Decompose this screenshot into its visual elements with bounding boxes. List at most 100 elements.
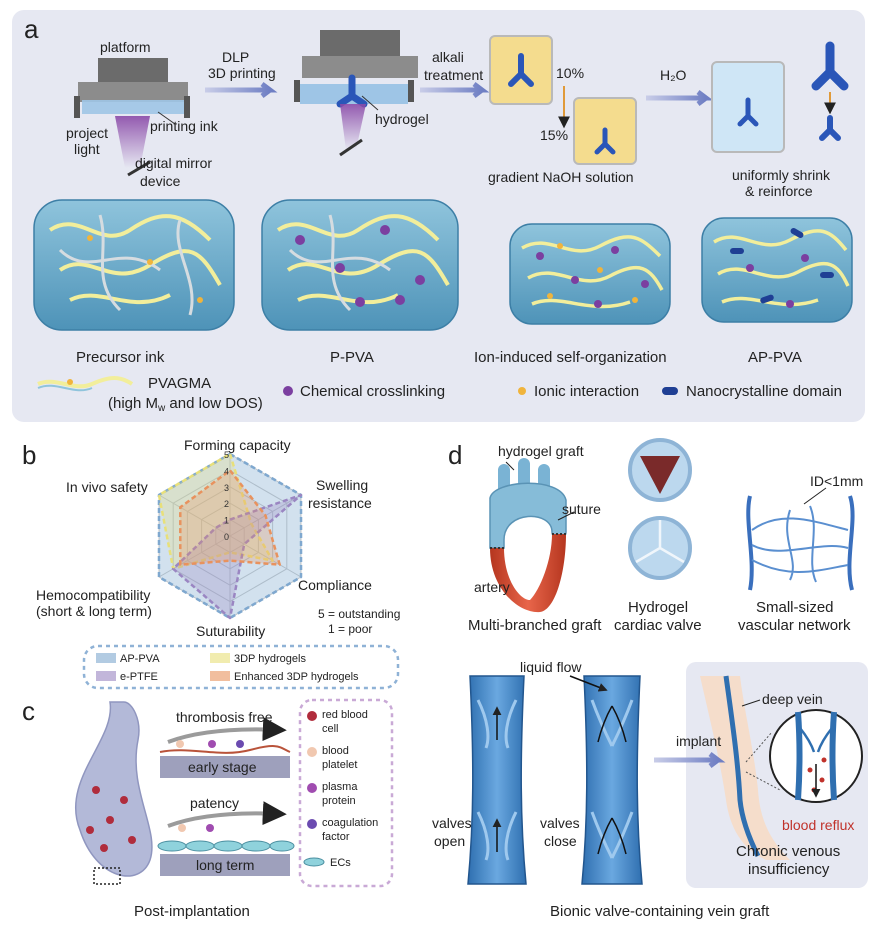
legend-pvagma-1: PVAGMA [148,375,211,392]
radar-series-3dp-hydrogels [157,452,274,571]
leg [700,676,790,860]
radar-legend-eptfe: e-PTFE [120,671,158,683]
mirror-label-2: device [140,173,181,189]
radar-tick-label: 0 [224,532,229,542]
hydrogel-graft-label: hydrogel graft [498,443,584,459]
light-beam [115,116,150,168]
platform [98,58,168,84]
radar-axis-line [158,494,231,537]
axis-safety: In vivo safety [66,479,148,495]
printer-setup: platform printing ink project light digi… [66,39,219,189]
legend-pvagma-2: (high Mw and low DOS) [108,395,263,414]
nano-swatch [662,387,678,395]
suture-label: suture [562,501,601,517]
axis-hemo-2: (short & long term) [36,603,152,619]
implant-arrow [654,752,726,768]
axis-swelling-2: resistance [308,495,372,511]
radar-tick-label: 2 [224,499,229,509]
legend-pvagma-sub: w [157,403,166,414]
cvi-caption-1: Chronic venous [736,843,840,860]
valve-open [640,456,680,494]
panel-d: d hydrogel graft suture artery Multi-bra… [432,438,868,920]
legend-pvagma-2b: and low DOS) [165,395,263,412]
legend-pvagma-2a: (high M [108,395,158,412]
axis-forming: Forming capacity [184,437,291,453]
arrow-dlp [205,82,278,98]
cvi-box: deep vein blood reflux Chronic venous in… [686,662,868,888]
mirror-label-1: digital mirror [135,155,212,171]
radar-series-e-ptfe [171,493,303,620]
panel-c: c thrombosis free early stage patency lo… [22,696,394,920]
legend-chem: Chemical crosslinking [300,383,445,400]
ec-swatch [303,857,325,867]
vascular-network: ID<1mm Small-sized vascular network [738,473,863,634]
water-beaker: uniformly shrink & reinforce [711,41,849,199]
cube-label-p-pva: P-PVA [330,349,374,366]
arrow-dlp-label-2: 3D printing [208,65,276,81]
artery [490,534,566,613]
project-light-label-1: project [66,125,108,141]
thrombosis-label: thrombosis free [176,709,273,725]
cube-label-precursor: Precursor ink [76,349,165,366]
cube-ion-induced [509,223,671,325]
radar-tick-label: 1 [224,516,229,526]
valves-close-label-1: valves [540,815,580,831]
arrow-water [646,90,714,106]
early-stage-bar [160,756,290,778]
platform-label: platform [100,39,151,55]
valve-caption-1: Hydrogel [628,599,688,616]
radar-series-enhanced-3dp-hydrogels [179,469,281,566]
naoh-beakers: 10% 15% gradient NaOH solution [488,35,637,185]
platelet-swatch [307,747,317,757]
protein-swatch [307,783,317,793]
scale-note-2: 1 = poor [328,622,372,636]
cell-legend-platelet-2: platelet [322,759,357,771]
cell-legend-ec: ECs [330,857,351,869]
panel-a-legend: PVAGMA (high Mw and low DOS) Chemical cr… [37,375,842,414]
printed-hydrogel: hydrogel [294,30,429,157]
ink-vat [82,100,184,114]
network-id-label: ID<1mm [810,473,863,489]
vein-graft-closed: liquid flow valves close [520,659,643,885]
panel-c-caption: Post-implantation [134,903,250,920]
cube-label-ap-pva: AP-PVA [748,349,802,366]
radar-axis-line [229,535,302,578]
long-term-bar [160,854,290,876]
radar-tick-label: 5 [224,450,229,460]
cell-legend-coag-1: coagulation [322,817,378,829]
scale-note-1: 5 = outstanding [318,607,400,621]
implant-label: implant [676,733,721,749]
early-stage-label: early stage [188,759,257,775]
long-term-label: long term [196,857,254,873]
panel-c-letter: c [22,696,35,726]
axis-swelling-1: Swelling [316,477,368,493]
cube-ap-pva [701,217,853,323]
project-light-label-2: light [74,141,100,157]
zoom-box [93,867,121,885]
shrink-caption-2: & reinforce [745,183,813,199]
radar-legend-enhanced: Enhanced 3DP hydrogels [234,671,359,683]
valves-open-label-2: open [434,833,465,849]
arrow-alkali [420,82,490,98]
arrow-dlp-label-1: DLP [222,49,249,65]
hydrogel-label: hydrogel [375,111,429,127]
arrow-alkali-label-1: alkali [432,49,464,65]
printing-ink-label: printing ink [150,118,219,134]
panel-b-letter: b [22,440,36,470]
cube-label-ion-induced: Ion-induced self-organization [474,349,667,366]
panel-a-letter: a [24,14,39,44]
legend-swatch-3dp [210,653,230,663]
blood-reflux-label: blood reflux [782,817,854,833]
patency-label: patency [190,795,239,811]
legend-swatch-enhanced [210,671,230,681]
network-caption-2: vascular network [738,617,851,634]
network-caption-1: Small-sized [756,599,834,616]
deep-vein-label: deep vein [762,691,823,707]
zoom-circle [769,709,863,803]
axis-compliance: Compliance [298,577,372,593]
arrow-alkali-label-2: treatment [424,67,483,83]
valves-close-label-2: close [544,833,577,849]
cell-legend-coag-2: factor [322,831,350,843]
